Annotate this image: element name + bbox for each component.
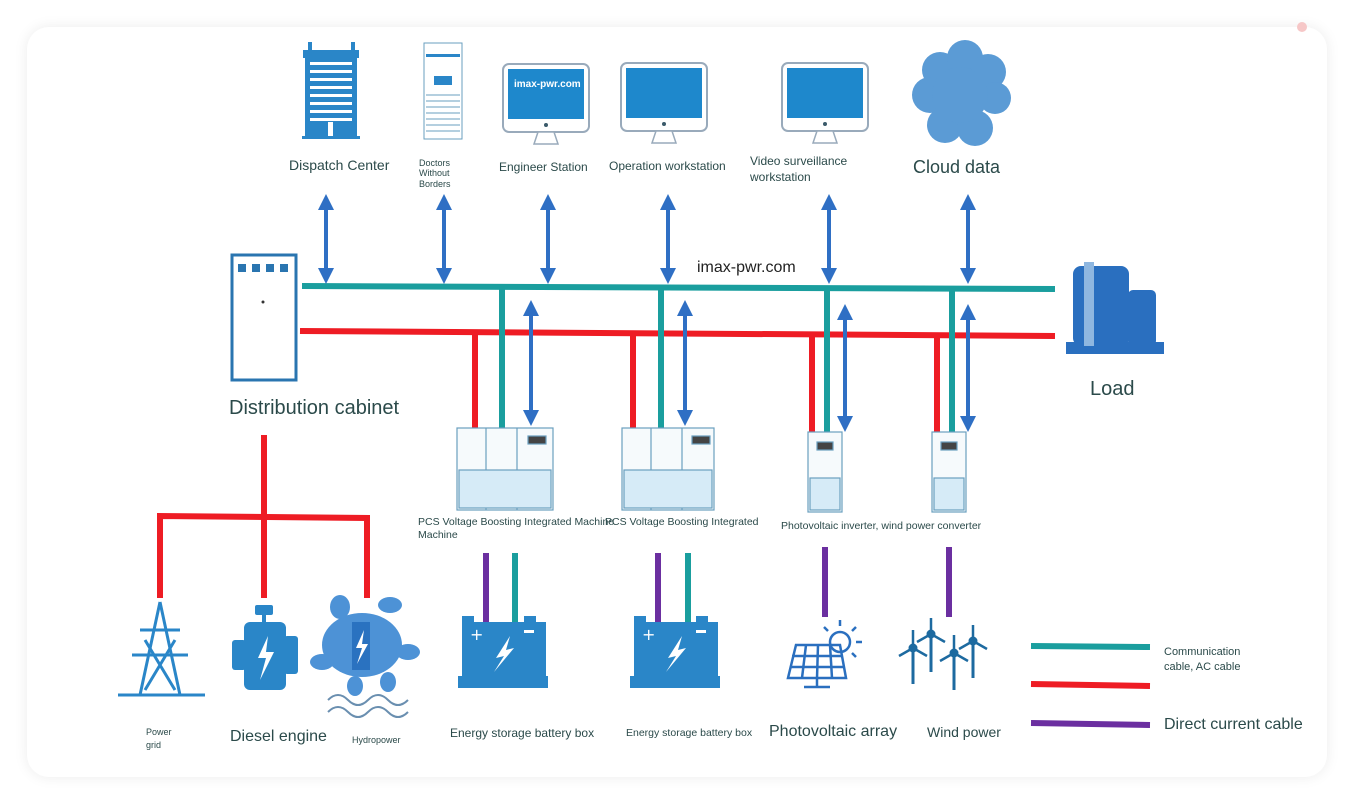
label-battery-2: Energy storage battery box [626, 727, 753, 739]
label-battery-1: Energy storage battery box [450, 726, 595, 740]
storage-tank-icon [1066, 262, 1164, 354]
cloud-icon [912, 40, 1011, 146]
label-photovoltaic-array: Photovoltaic array [769, 723, 898, 740]
label-operation-workstation: Operation workstation [609, 159, 726, 173]
monitor-icon-engineer [502, 63, 590, 145]
legend-line-dc [1030, 720, 1151, 728]
bus-watermark: imax-pwr.com [697, 259, 796, 276]
label-wind-power: Wind power [927, 724, 1001, 740]
label-pcs-wrap: Machine [418, 529, 458, 541]
transmission-tower-icon [118, 601, 205, 697]
svg-text:+: + [470, 625, 483, 644]
converter-drops [472, 288, 955, 432]
monitor-icon-operation [620, 62, 708, 144]
pcs-cabinet-icon-2 [621, 427, 715, 511]
pcs-cabinet-icon-1 [456, 427, 554, 511]
label-doctors-without-borders: Doctors Without Borders [419, 158, 451, 189]
label-diesel-engine: Diesel engine [230, 728, 327, 745]
inverter-icon-2 [931, 431, 967, 513]
wind-turbine-icon [898, 618, 988, 690]
ac-bus [299, 328, 1056, 339]
legend-line-communication [1030, 643, 1151, 650]
comm-arrows-converters [523, 300, 976, 432]
label-distribution-cabinet: Distribution cabinet [229, 397, 400, 419]
legend-label-dc: Direct current cable [1164, 716, 1303, 733]
label-video-surveillance: Video surveillance workstation [750, 154, 848, 185]
svg-text:+: + [642, 625, 655, 644]
cabinet-icon [230, 253, 298, 382]
inverter-icon-1 [807, 431, 843, 513]
label-load: Load [1090, 378, 1135, 400]
label-inverter: Photovoltaic inverter, wind power conver… [781, 520, 982, 532]
battery-icon-2: + [630, 616, 720, 688]
legend-line-ac [1030, 681, 1151, 689]
label-pcs-1: PCS Voltage Boosting Integrated Machine [418, 516, 615, 528]
server-rack-icon [423, 42, 463, 140]
label-power-grid: Power grid [146, 727, 172, 750]
label-hydropower: Hydropower [352, 735, 401, 745]
battery-icon-1: + [458, 616, 548, 688]
label-engineer-station: Engineer Station [499, 160, 588, 174]
engine-icon [232, 605, 298, 690]
label-pcs-2: PCS Voltage Boosting Integrated [605, 516, 759, 528]
solar-panel-icon [786, 620, 862, 689]
monitor-icon-video [781, 62, 869, 144]
legend-lines [1030, 643, 1151, 728]
corner-decoration [1297, 22, 1307, 32]
turbine-icon [310, 595, 420, 718]
engineer-screen-text: imax-pwr.com [514, 79, 581, 90]
comm-arrows-top [318, 194, 976, 284]
label-dispatch-center: Dispatch Center [289, 157, 390, 173]
legend-label-communication-ac: Communication cable, AC cable [1164, 646, 1241, 673]
communication-bus [301, 283, 1056, 292]
source-ac-tree [157, 435, 370, 598]
building-icon [302, 42, 360, 139]
dc-cables [483, 547, 952, 628]
label-cloud-data: Cloud data [913, 157, 1001, 177]
